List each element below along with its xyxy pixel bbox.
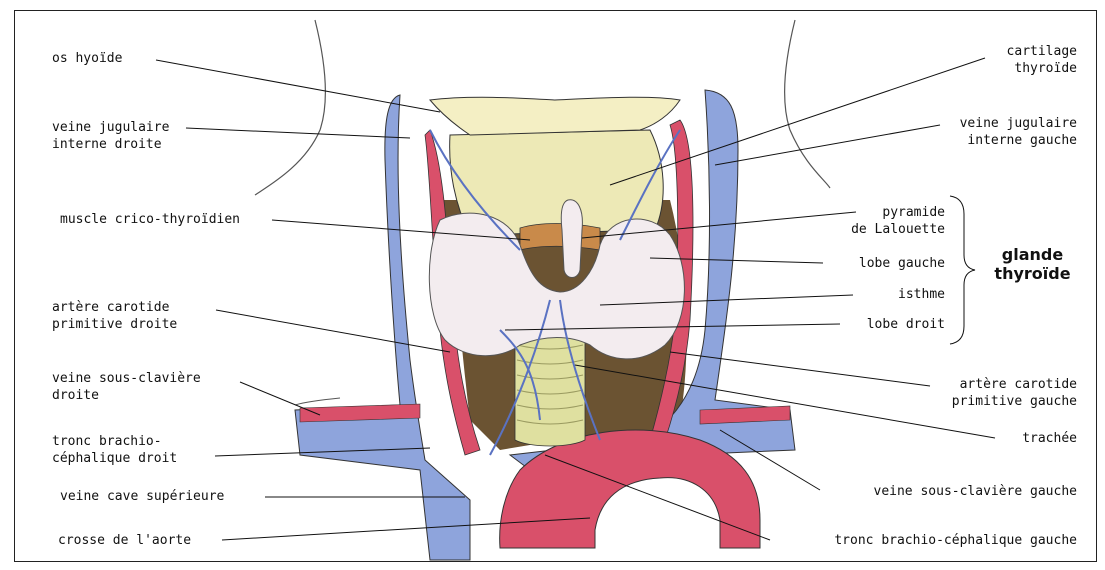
label-pyramide-de-lalouette: pyramide de Lalouette	[851, 204, 945, 238]
leader-veine-sous-claviere-droite	[240, 382, 320, 415]
label-trachee: trachée	[1022, 430, 1077, 447]
label-veine-jugulaire-interne-gauche: veine jugulaire interne gauche	[960, 115, 1077, 149]
leader-veine-sous-claviere-gauche	[720, 430, 820, 490]
leader-lobe-gauche	[650, 258, 823, 263]
leader-os-hyoide	[156, 60, 440, 112]
label-lobe-droit: lobe droit	[867, 316, 945, 333]
label-tronc-brachio-cephalique-droit: tronc brachio- céphalique droit	[52, 433, 177, 467]
leader-trachee	[575, 365, 995, 438]
leader-tronc-brachio-cephalique-droit	[215, 448, 430, 456]
leader-isthme	[600, 295, 853, 305]
leader-artere-carotide-primitive-gauche	[670, 352, 930, 386]
label-artere-carotide-primitive-gauche: artère carotide primitive gauche	[952, 376, 1077, 410]
label-muscle-crico-thyroidien: muscle crico-thyroïdien	[60, 211, 240, 228]
leader-tronc-brachio-cephalique-gauche	[545, 455, 770, 540]
label-veine-cave-superieure: veine cave supérieure	[60, 488, 224, 505]
leader-cartilage-thyroide	[610, 58, 985, 185]
label-os-hyoide: os hyoïde	[52, 50, 122, 67]
leader-pyramide-de-lalouette	[582, 212, 856, 238]
leader-artere-carotide-primitive-droite	[216, 310, 450, 352]
leader-muscle-crico-thyroidien	[272, 220, 530, 240]
label-veine-jugulaire-interne-droite: veine jugulaire interne droite	[52, 119, 169, 153]
leader-crosse-de-l-aorte	[222, 518, 590, 540]
label-crosse-de-l-aorte: crosse de l'aorte	[58, 532, 191, 549]
label-artere-carotide-primitive-droite: artère carotide primitive droite	[52, 299, 177, 333]
label-glande-thyroide: glande thyroïde	[980, 245, 1085, 283]
label-veine-sous-claviere-droite: veine sous-clavière droite	[52, 370, 201, 404]
label-isthme: isthme	[898, 286, 945, 303]
label-cartilage-thyroide: cartilage thyroïde	[1007, 43, 1077, 77]
leader-veine-jugulaire-interne-gauche	[715, 125, 940, 165]
thyroid-group-brace	[950, 196, 975, 344]
label-veine-sous-claviere-gauche: veine sous-clavière gauche	[874, 483, 1078, 500]
leader-lobe-droit	[505, 324, 840, 330]
label-tronc-brachio-cephalique-gauche: tronc brachio-céphalique gauche	[834, 532, 1077, 549]
label-lobe-gauche: lobe gauche	[859, 255, 945, 272]
leader-veine-jugulaire-interne-droite	[186, 128, 410, 138]
